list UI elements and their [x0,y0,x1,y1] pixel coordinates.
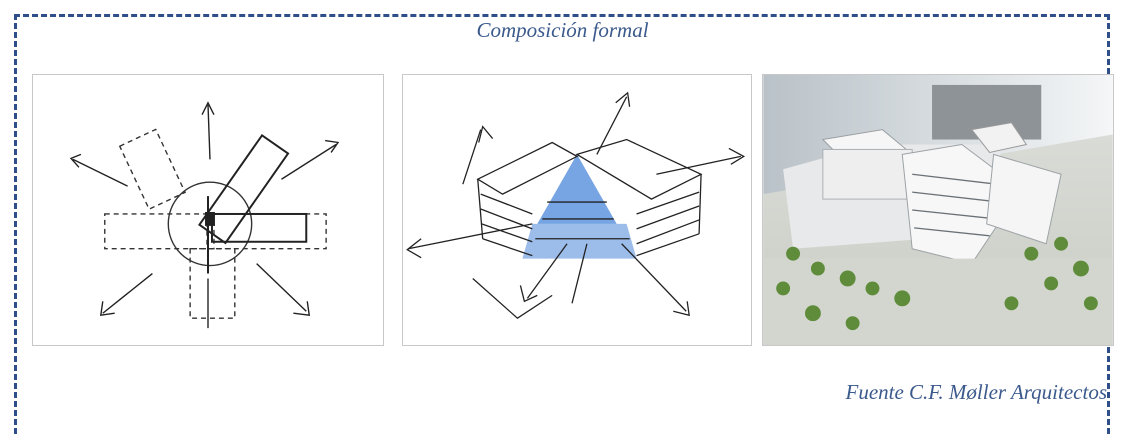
aerial-render-image [762,74,1114,346]
aerial-render-drawing [763,75,1113,345]
axonometric-sketch-image [402,74,752,346]
plan-sketch-image [32,74,384,346]
figure-title: Composición formal [476,18,649,42]
axonometric-sketch-drawing [406,91,746,320]
plan-sketch-drawing [69,101,340,329]
source-caption: Fuente C.F. Møller Arquitectos [845,380,1108,404]
